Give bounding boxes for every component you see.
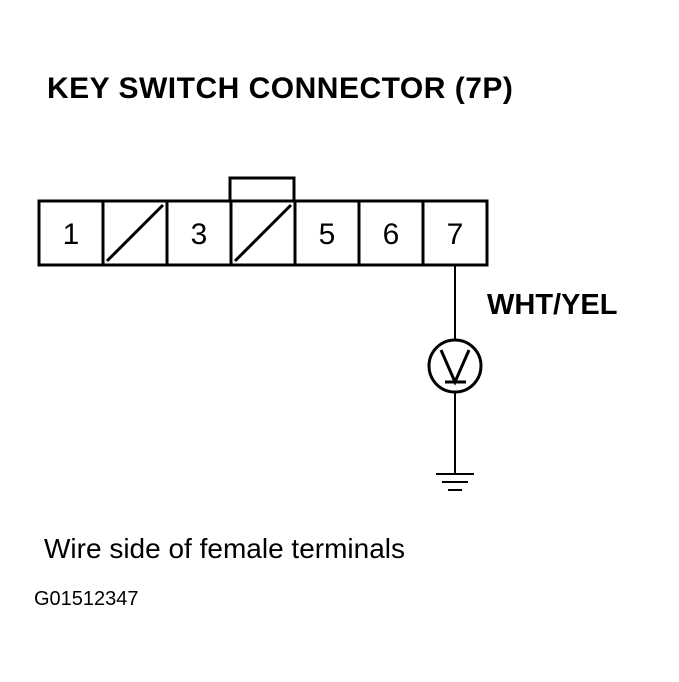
pin-label-1: 1 xyxy=(63,218,80,251)
diagram-title: KEY SWITCH CONNECTOR (7P) xyxy=(47,72,514,105)
empty-cavity-2-slash xyxy=(105,203,165,263)
ground-icon xyxy=(436,473,474,491)
voltmeter-icon xyxy=(427,338,483,394)
pin-label-5: 5 xyxy=(319,218,336,251)
diagram-caption: Wire side of female terminals xyxy=(44,533,406,564)
connector-lock-tab xyxy=(228,176,296,203)
figure-id: G01512347 xyxy=(34,588,139,610)
cavity-dividers xyxy=(101,201,425,265)
pin-label-6: 6 xyxy=(383,218,400,251)
pin-label-3: 3 xyxy=(191,218,208,251)
empty-cavity-4-slash xyxy=(233,203,293,263)
pin-label-7: 7 xyxy=(447,218,464,251)
wire-color-label: WHT/YEL xyxy=(487,289,618,321)
